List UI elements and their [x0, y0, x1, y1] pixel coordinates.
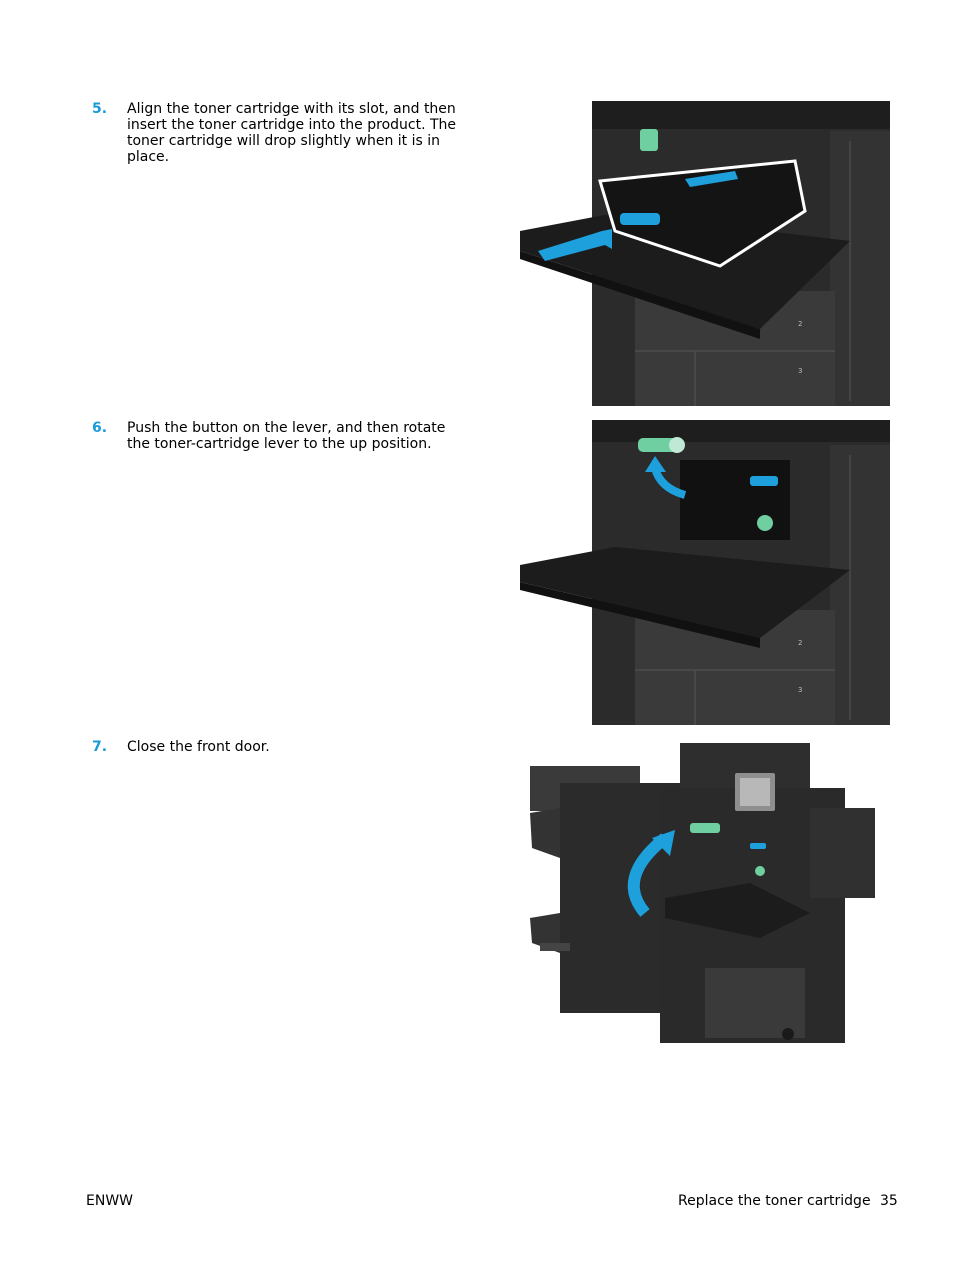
- page-number: 35: [880, 1193, 898, 1209]
- svg-text:2: 2: [798, 639, 802, 647]
- step-number: 7.: [92, 739, 108, 755]
- svg-text:3: 3: [798, 686, 802, 694]
- insert-cartridge-illustration: 2 3: [520, 101, 890, 406]
- step-text: Push the button on the lever, and then r…: [127, 420, 446, 452]
- close-front-door-illustration: [530, 743, 875, 1043]
- step-number: 5.: [92, 101, 108, 117]
- svg-text:2: 2: [798, 320, 802, 328]
- footer-section-title: Replace the toner cartridge: [678, 1193, 871, 1209]
- step-text: Close the front door.: [127, 739, 270, 755]
- step-number: 6.: [92, 420, 108, 436]
- step-text: Align the toner cartridge with its slot,…: [127, 101, 457, 165]
- footer-left: ENWW: [86, 1193, 134, 1209]
- rotate-lever-illustration: 2 3: [520, 420, 890, 725]
- svg-text:3: 3: [798, 367, 802, 375]
